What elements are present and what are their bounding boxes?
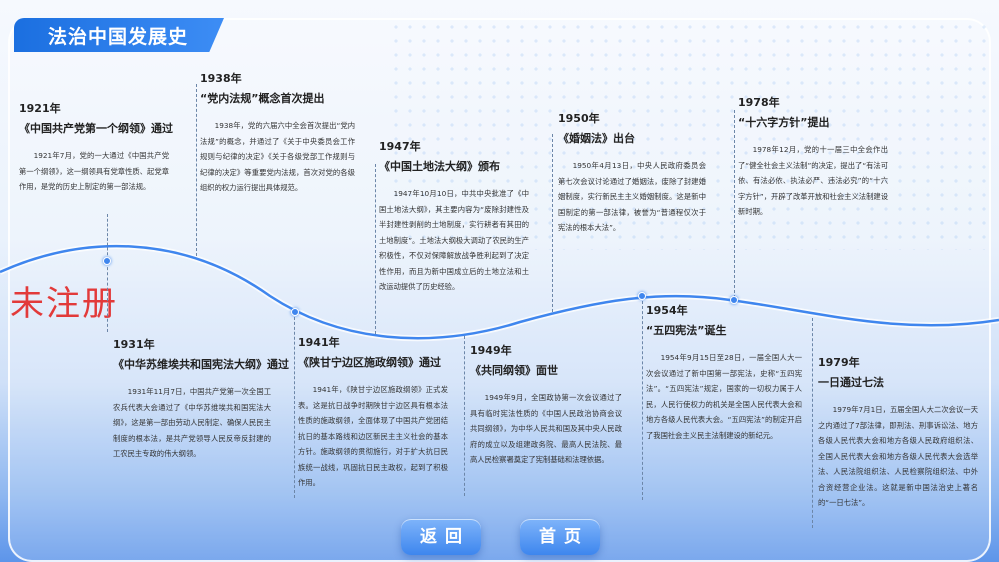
entry-heading: 《中华苏维埃共和国宪法大纲》通过: [113, 358, 289, 371]
entry-year: 1979年: [818, 356, 860, 369]
entry-1950: 1950年 《婚姻法》出台 1950年4月13日，中央人民政府委员会第七次会议讨…: [558, 110, 706, 236]
entry-1978: 1978年 “十六字方针”提出 1978年12月，党的十一届三中全会作出了“健全…: [738, 94, 888, 220]
entry-year: 1950年: [558, 112, 600, 125]
entry-body: 1938年，党的六届六中全会首次提出“党内法规”的概念，并通过了《关于中央委员会…: [200, 121, 355, 192]
connector-1978: [734, 110, 735, 298]
entry-year: 1941年: [298, 336, 340, 349]
entry-heading: 《中国土地法大纲》颁布: [379, 160, 500, 173]
entry-heading: “党内法规”概念首次提出: [200, 92, 325, 105]
connector-1950: [552, 134, 553, 312]
entry-heading: 一日通过七法: [818, 376, 884, 389]
entry-year: 1978年: [738, 96, 780, 109]
entry-year: 1954年: [646, 304, 688, 317]
entry-1947: 1947年 《中国土地法大纲》颁布 1947年10月10日，中共中央批准了《中国…: [379, 138, 529, 295]
connector-1954: [642, 296, 643, 500]
entry-year: 1921年: [19, 102, 61, 115]
entry-body: 1921年7月，党的一大通过《中国共产党第一个纲领》，这一纲领具有党章性质、起党…: [19, 151, 169, 191]
entry-year: 1931年: [113, 338, 155, 351]
connector-1938: [196, 84, 197, 256]
home-button[interactable]: 首页: [520, 519, 600, 555]
entry-body: 1931年11月7日，中国共产党第一次全国工农兵代表大会通过了《中华苏维埃共和国…: [113, 387, 271, 458]
entry-body: 1947年10月10日，中共中央批准了《中国土地法大纲》，其主要内容为“废除封建…: [379, 189, 529, 291]
entry-year: 1949年: [470, 344, 512, 357]
entry-body: 1954年9月15日至28日，一届全国人大一次会议通过了新中国第一部宪法，史称“…: [646, 353, 802, 440]
entry-heading: “十六字方针”提出: [738, 116, 830, 129]
connector-1949: [464, 336, 465, 496]
entry-heading: 《共同纲领》面世: [470, 364, 558, 377]
entry-heading: 《陕甘宁边区施政纲领》通过: [298, 356, 441, 369]
page-title: 法治中国发展史: [48, 26, 189, 48]
back-button[interactable]: 返回: [401, 519, 481, 555]
connector-1931: [107, 262, 108, 332]
connector-1941: [294, 312, 295, 498]
entry-body: 1941年，《陕甘宁边区施政纲领》正式发表。这是抗日战争时期陕甘宁边区具有根本法…: [298, 385, 448, 487]
entry-1949: 1949年 《共同纲领》面世 1949年9月，全国政协第一次会议通过了具有临时宪…: [470, 342, 622, 468]
entry-year: 1938年: [200, 72, 242, 85]
entry-1938: 1938年 “党内法规”概念首次提出 1938年，党的六届六中全会首次提出“党内…: [200, 70, 355, 196]
entry-body: 1978年12月，党的十一届三中全会作出了“健全社会主义法制”的决定，提出了“有…: [738, 145, 888, 216]
entry-1921: 1921年 《中国共产党第一个纲领》通过 1921年7月，党的一大通过《中国共产…: [19, 100, 173, 195]
connector-1947: [375, 164, 376, 334]
entry-1941: 1941年 《陕甘宁边区施政纲领》通过 1941年，《陕甘宁边区施政纲领》正式发…: [298, 334, 448, 491]
entry-year: 1947年: [379, 140, 421, 153]
dot-pattern: [389, 20, 989, 250]
entry-heading: “五四宪法”诞生: [646, 324, 727, 337]
watermark-text: 未注册: [10, 284, 118, 324]
entry-heading: 《中国共产党第一个纲领》通过: [19, 122, 173, 135]
entry-body: 1979年7月1日，五届全国人大二次会议一天之内通过了7部法律，即刑法、刑事诉讼…: [818, 405, 978, 507]
entry-body: 1950年4月13日，中央人民政府委员会第七次会议讨论通过了婚姻法，废除了封建婚…: [558, 161, 706, 232]
connector-1979: [812, 318, 813, 528]
timeline-node-1978: [730, 296, 738, 304]
title-tab: [14, 18, 224, 52]
entry-1979: 1979年 一日通过七法 1979年7月1日，五届全国人大二次会议一天之内通过了…: [818, 354, 978, 511]
entry-body: 1949年9月，全国政协第一次会议通过了具有临时宪法性质的《中国人民政治协商会议…: [470, 393, 622, 464]
content-panel: [8, 18, 991, 562]
entry-1931: 1931年 《中华苏维埃共和国宪法大纲》通过 1931年11月7日，中国共产党第…: [113, 336, 289, 462]
entry-heading: 《婚姻法》出台: [558, 132, 635, 145]
entry-1954: 1954年 “五四宪法”诞生 1954年9月15日至28日，一届全国人大一次会议…: [646, 302, 802, 443]
connector-1921: [107, 214, 108, 260]
timeline-node-1954: [638, 292, 646, 300]
timeline-node-1941: [291, 308, 299, 316]
timeline-node-1921: [103, 257, 111, 265]
